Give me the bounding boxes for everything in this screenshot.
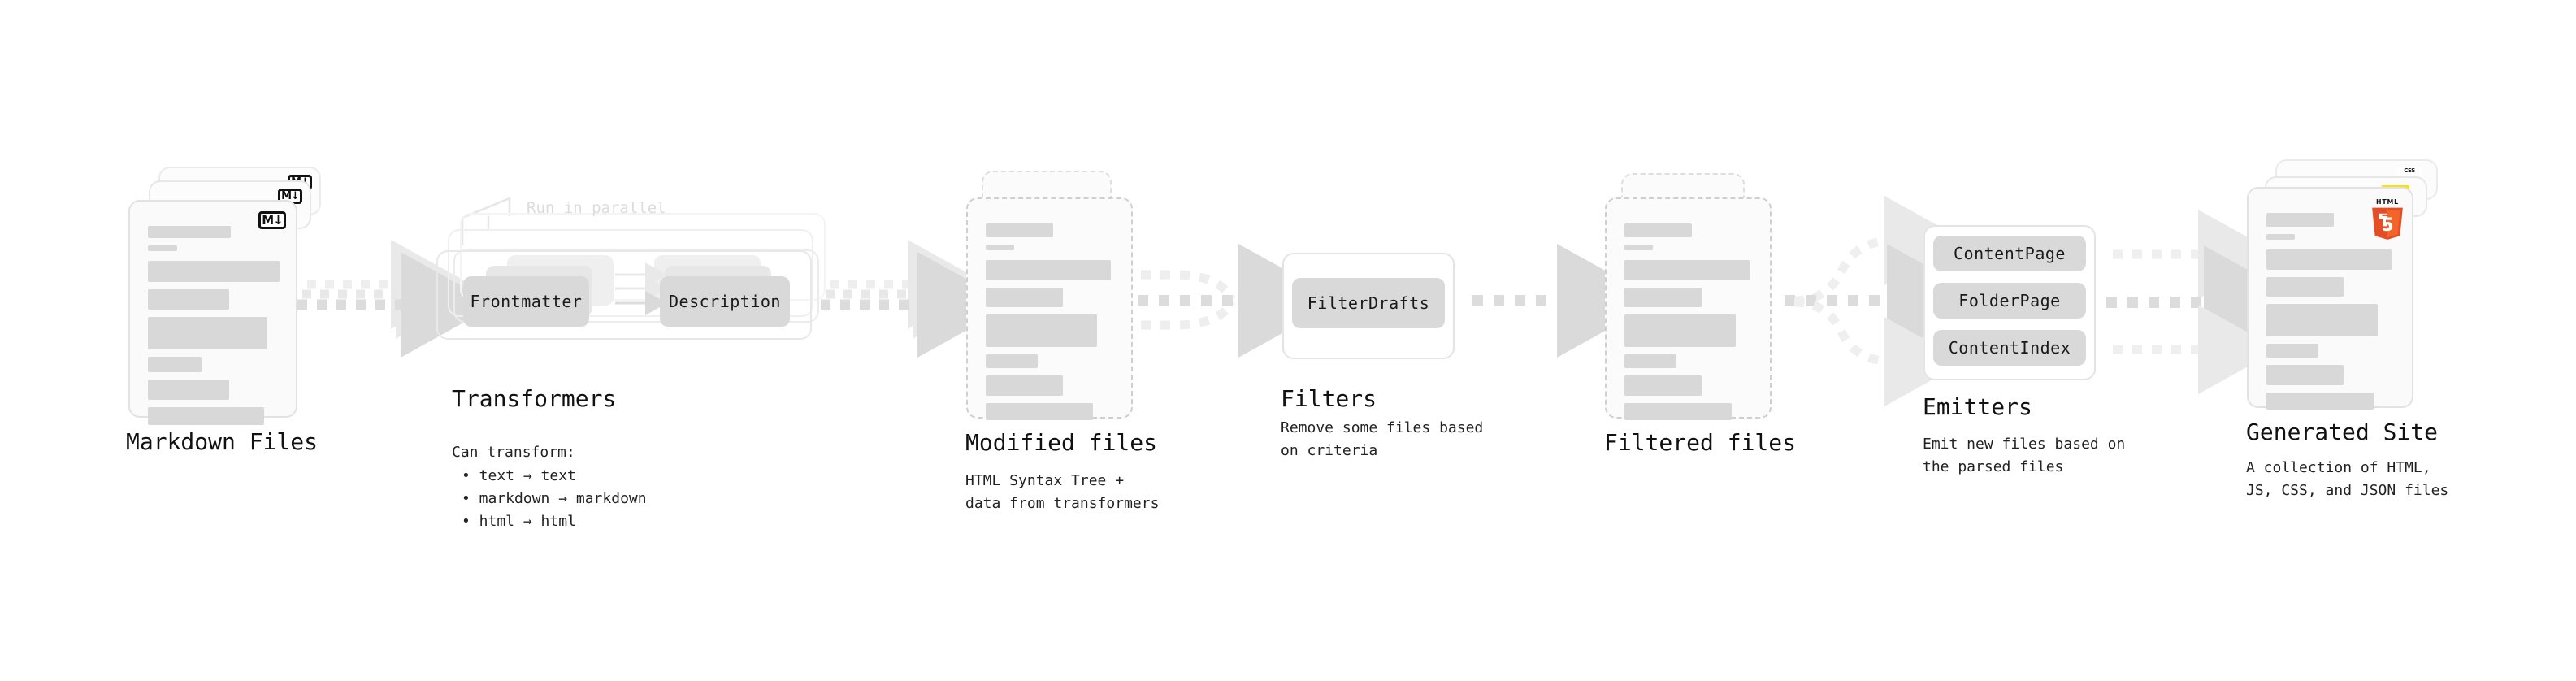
transformers-bullet-1: • markdown → markdown xyxy=(462,490,647,507)
filtered-card-front xyxy=(1605,197,1772,420)
html5-shield-svg: HTML 5 xyxy=(2372,198,2403,240)
emitter-chip-folderpage[interactable]: FolderPage xyxy=(1933,283,2086,319)
arrow-filtered-to-emitters xyxy=(1785,196,1989,406)
filter-chip-filterdrafts-label: FilterDrafts xyxy=(1307,293,1430,313)
markdown-files-title: Markdown Files xyxy=(126,428,319,455)
modified-card-front xyxy=(966,197,1133,420)
arrow-modified-to-filters xyxy=(1138,244,1341,358)
transformer-chip-description[interactable]: Description xyxy=(660,276,790,327)
filter-chip-filterdrafts[interactable]: FilterDrafts xyxy=(1292,278,1445,328)
filters-title: Filters xyxy=(1281,385,1377,412)
emitter-chip-folderpage-label: FolderPage xyxy=(1958,291,2061,310)
modified-files-title: Modified files xyxy=(965,429,1158,456)
svg-text:5: 5 xyxy=(2381,215,2393,236)
html5-icon: HTML 5 xyxy=(2370,197,2405,240)
transformer-chip-frontmatter[interactable]: Frontmatter xyxy=(463,276,589,327)
run-in-parallel-callout: Run in parallel xyxy=(527,199,666,217)
emitter-chip-contentpage[interactable]: ContentPage xyxy=(1933,236,2086,271)
filtered-content-rows xyxy=(1624,223,1754,427)
markdown-icon: M↓ xyxy=(258,211,286,229)
generated-site-subtitle: A collection of HTML, JS, CSS, and JSON … xyxy=(2246,459,2449,499)
emitters-subtitle: Emit new files based on the parsed files xyxy=(1923,436,2126,475)
transformer-inner-arrows xyxy=(615,262,667,315)
generated-site-title: Generated Site xyxy=(2246,419,2439,445)
arrow-transformers-to-modified xyxy=(821,240,1013,358)
transformer-chip-description-label: Description xyxy=(669,292,781,311)
transformers-title: Transformers xyxy=(452,385,617,412)
transformers-subtitle-heading: Can transform: xyxy=(452,444,575,461)
modified-files-subtitle: HTML Syntax Tree + data from transformer… xyxy=(965,472,1160,512)
modified-content-rows xyxy=(986,223,1115,427)
emitter-chip-contentindex[interactable]: ContentIndex xyxy=(1933,330,2086,366)
transformers-panel-front xyxy=(436,250,812,340)
arrow-markdown-to-transformers xyxy=(297,240,496,358)
site-content-rows xyxy=(2266,213,2396,417)
emitter-chip-contentpage-label: ContentPage xyxy=(1954,244,2066,263)
filtered-files-title: Filtered files xyxy=(1604,429,1797,456)
emitter-chip-contentindex-label: ContentIndex xyxy=(1948,338,2071,358)
transformers-bullet-2: • html → html xyxy=(462,513,576,530)
transformers-panel-back-1 xyxy=(448,229,813,317)
transformer-chip-frontmatter-label: Frontmatter xyxy=(470,292,583,311)
emitters-title: Emitters xyxy=(1923,393,2032,420)
svg-text:HTML: HTML xyxy=(2376,198,2399,206)
filters-subtitle: Remove some files based on criteria xyxy=(1281,419,1484,459)
site-card-front: HTML 5 xyxy=(2247,187,2413,410)
markdown-content-rows xyxy=(148,226,280,432)
transformers-bullet-0: • text → text xyxy=(462,467,576,484)
arrow-emitters-to-site xyxy=(2106,210,2306,394)
markdown-card-front: M↓ xyxy=(128,200,297,425)
